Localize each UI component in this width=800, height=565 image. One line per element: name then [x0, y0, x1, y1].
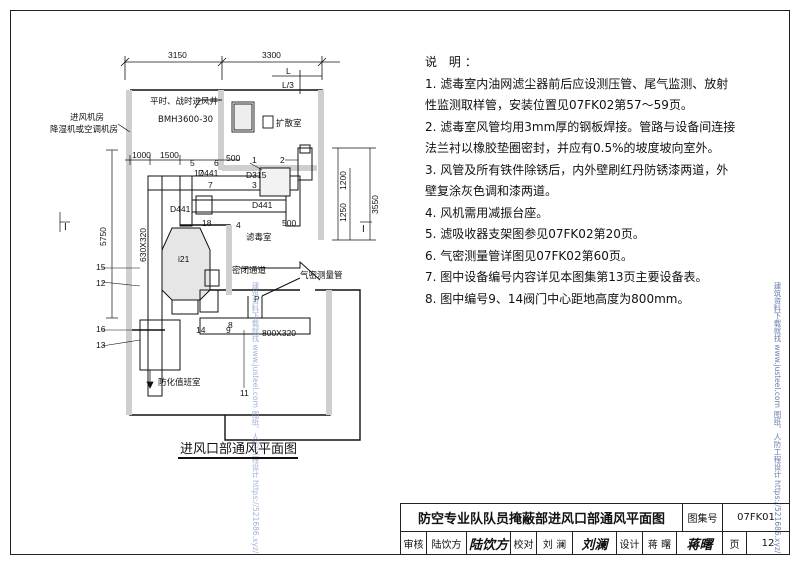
label-d315: D315	[246, 170, 267, 180]
note-3: 3. 风管及所有铁件除锈后，内外壁刷红丹防锈漆两道，外	[425, 162, 729, 177]
num-15: 15	[96, 262, 106, 272]
num-8: 8	[228, 320, 233, 330]
num-9: 9	[226, 325, 231, 335]
note-3-cont: 壁复涂灰色调和漆两道。	[425, 184, 558, 198]
label-airtight-passage: 密闭通道	[232, 265, 267, 276]
drawing-title: 防空专业队队员掩蔽部进风口部通风平面图	[401, 504, 683, 532]
label-room-dehum: 降湿机或空调机房	[50, 124, 118, 135]
watermark-middle: 建筑资料下载就找 www.justeel.com 图纸、人防工程设计 https…	[251, 282, 260, 554]
dim-500a: 500	[226, 153, 240, 163]
note-8: 8. 图中编号9、14阀门中心距地高度为800mm。	[425, 291, 690, 306]
num-14: 14	[196, 325, 206, 335]
label-i21: i21	[178, 254, 190, 264]
dim-1200: 1200	[338, 171, 348, 190]
designer-name: 蒋 曙	[643, 532, 677, 554]
num-18: 18	[202, 218, 212, 228]
note-7: 7. 图中设备编号内容详见本图集第13页主要设备表。	[425, 270, 708, 284]
checker-signature: 刘澜	[573, 532, 617, 554]
note-2: 2. 滤毒室风管均用3mm厚的钢板焊接。管路与设备间连接	[425, 119, 736, 134]
plan-title: 进风口部通风平面图	[180, 442, 298, 457]
label-unit: BMH3600-30	[158, 115, 213, 125]
watermark-right: 建筑资料下载就找 www.justeel.com 图纸、人防工程设计 https…	[773, 282, 782, 554]
ventilation-plan: 3150 3300 L L/3 平时、战时进风井 BMH3600-30 扩散室 …	[50, 50, 380, 441]
dim-3550: 3550	[370, 195, 380, 214]
num-1: 1	[252, 155, 257, 165]
num-16: 16	[96, 324, 106, 334]
dim-1500: 1500	[160, 150, 179, 160]
label-expansion: 扩散室	[276, 118, 302, 129]
page-label: 页	[723, 532, 747, 554]
note-1-cont: 性监测取样管，安装位置见07FK02第57～59页。	[425, 98, 693, 112]
dim-5750: 5750	[98, 227, 108, 246]
notes-section: 说 明： 1. 滤毒室内油网滤尘器前后应设测压管、尾气监测、放射 性监测取样管，…	[425, 52, 785, 310]
dim-top-left: 3150	[168, 50, 187, 60]
reviewer-signature: 陆饮方	[467, 532, 511, 554]
check-label: 校对	[511, 532, 537, 554]
review-label: 审核	[401, 532, 427, 554]
atlas-label: 图集号	[683, 504, 723, 532]
title-block: 防空专业队队员掩蔽部进风口部通风平面图 图集号 07FK01 审核 陆饮方 陆饮…	[400, 503, 790, 555]
reviewer-name: 陆饮方	[427, 532, 467, 554]
label-duct-630: 630X320	[138, 228, 148, 262]
note-4: 4. 风机需用减振台座。	[425, 205, 549, 220]
label-l: L	[286, 66, 291, 76]
label-d441-c: D441	[170, 204, 191, 214]
num-3: 3	[252, 180, 257, 190]
label-gas-tube: 气密测量管	[300, 270, 343, 281]
label-p: P	[254, 294, 260, 304]
section-mark-right: I	[362, 224, 365, 235]
num-2: 2	[280, 155, 285, 165]
note-2-cont: 法兰衬以橡胶垫圈密封，并应有0.5%的坡度坡向室外。	[425, 141, 720, 155]
dim-1000: 1000	[132, 150, 151, 160]
atlas-number: 07FK01	[723, 504, 789, 532]
num-5: 5	[190, 158, 195, 168]
num-17: 17	[194, 168, 204, 178]
plan-title-underline	[178, 457, 298, 459]
design-label: 设计	[617, 532, 643, 554]
label-duty-room: 防化值班室	[158, 377, 201, 388]
note-5: 5. 滤吸收器支架图参见07FK02第20页。	[425, 227, 645, 241]
dim-500b: 500	[282, 218, 296, 228]
num-7: 7	[208, 180, 213, 190]
num-12: 12	[96, 278, 106, 288]
note-1: 1. 滤毒室内油网滤尘器前后应设测压管、尾气监测、放射	[425, 76, 729, 91]
num-11: 11	[240, 388, 249, 398]
dim-top-right: 3300	[262, 50, 281, 60]
num-6: 6	[214, 158, 219, 168]
num-4: 4	[236, 220, 241, 230]
label-duct-800: 800X320	[262, 328, 296, 338]
designer-signature: 蒋曙	[677, 532, 723, 554]
label-filter-room: 滤毒室	[246, 232, 272, 243]
page-number: 12	[761, 537, 775, 549]
label-d441-b: D441	[252, 200, 273, 210]
dim-1250: 1250	[338, 203, 348, 222]
notes-heading: 说 明：	[425, 55, 481, 69]
label-shaft: 平时、战时进风井	[150, 96, 218, 107]
section-mark-left: I	[64, 222, 67, 233]
label-l3: L/3	[282, 80, 294, 90]
note-6: 6. 气密测量管详图见07FK02第60页。	[425, 248, 633, 263]
label-d441-a: D441	[198, 168, 219, 178]
label-room-fan: 进风机房	[70, 112, 104, 123]
num-13: 13	[96, 340, 106, 350]
checker-name: 刘 澜	[537, 532, 573, 554]
